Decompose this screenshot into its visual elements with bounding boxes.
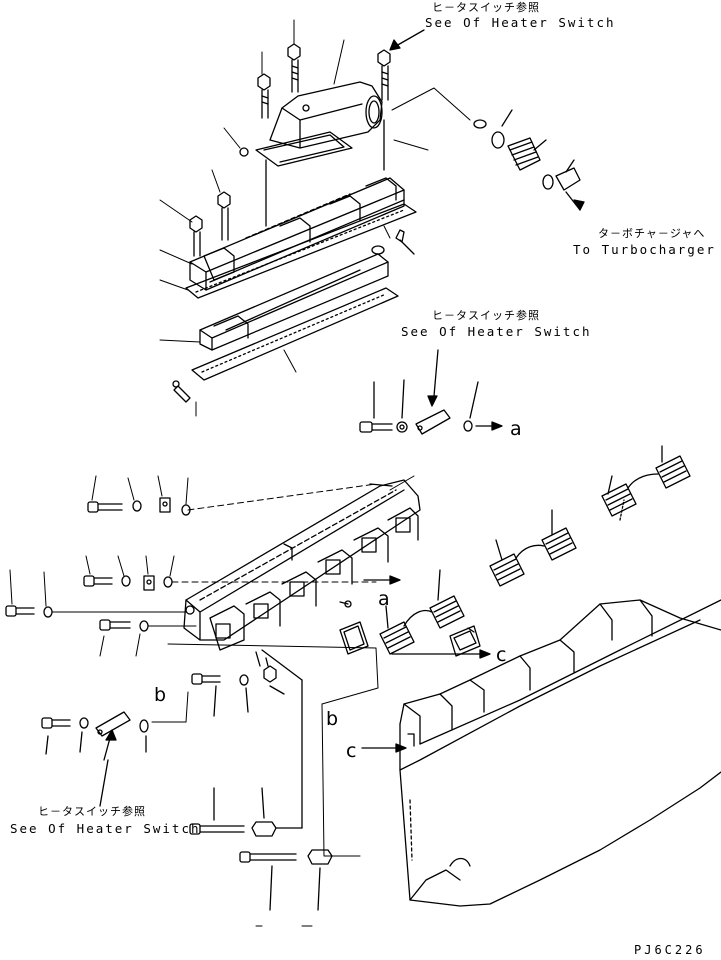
heater-switch-label-mid-jp: ヒ－タスイッチ参照: [432, 309, 540, 322]
manifold-bolts: [5, 497, 191, 632]
turbo-connection: [473, 109, 585, 211]
engine-cylinder-head: [399, 599, 721, 907]
manifold-arrows: [339, 575, 401, 608]
outlet-elbow: [269, 81, 383, 149]
callout-b-upper: b: [154, 684, 167, 706]
callout-c-lower: c: [346, 740, 357, 762]
connection-b: [151, 643, 379, 857]
heater-switch-label-bottom-en: See Of Heater Switch: [10, 821, 201, 836]
relay-arrow-c: [391, 649, 491, 659]
square-gaskets: [339, 621, 481, 657]
top-bolts: [189, 43, 391, 257]
top-leader-lines: [159, 19, 471, 417]
heater-switch-arrow-bottom: [99, 759, 109, 807]
heater-switch-label-top-en: See Of Heater Switch: [425, 15, 616, 30]
block-gasket: [185, 203, 417, 299]
callout-a-lower: a: [378, 588, 390, 610]
heater-switch-label-mid-en: See Of Heater Switch: [401, 324, 592, 339]
heater-switch-arrow-top: [389, 29, 425, 51]
lower-bolts: [41, 651, 285, 761]
heater-switch-label-top-jp: ヒ－タスイッチ参照: [432, 1, 540, 14]
heater-gasket: [191, 287, 399, 381]
engine-arrow-c: [361, 743, 407, 753]
manifold-leader-lines: [9, 475, 415, 657]
terminal-lug-left: [172, 380, 191, 403]
heater-switch-parts-mid: [359, 349, 503, 435]
callout-b-lower: b: [326, 708, 339, 730]
turbo-label-jp: タ－ボチャ－ジャへ: [598, 227, 706, 240]
heater-relays: [379, 445, 691, 655]
upper-manifold-block: [189, 119, 405, 291]
callout-a-upper: a: [510, 418, 522, 440]
elbow-gasket: [255, 131, 353, 167]
drawing-code: PJ6C226: [634, 943, 706, 957]
studs-spacers: [189, 649, 333, 911]
turbo-label-en: To Turbocharger: [573, 242, 716, 257]
heater-switch-label-bottom-jp: ヒ－タスイッチ参照: [38, 805, 146, 818]
callout-c-upper: c: [496, 644, 507, 666]
intake-heater: [199, 229, 415, 351]
